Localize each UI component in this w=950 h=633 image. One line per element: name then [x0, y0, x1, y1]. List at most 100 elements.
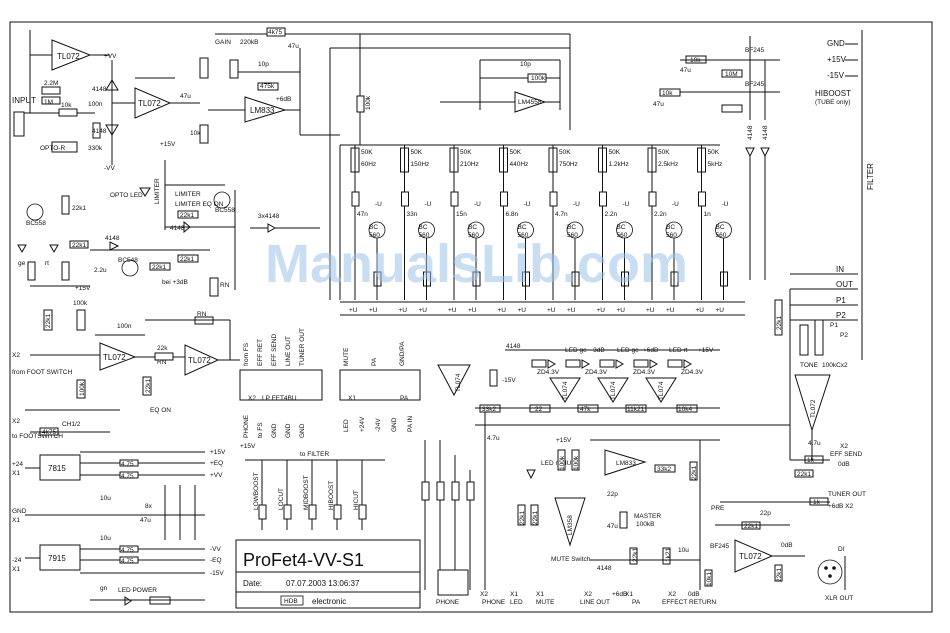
svg-text:10u: 10u	[678, 547, 689, 554]
svg-text:22k1: 22k1	[72, 205, 86, 212]
limiter-vertical-label: LIMITER	[154, 178, 161, 204]
sheet-border	[9, 21, 933, 613]
svg-text:P2: P2	[840, 332, 848, 339]
lm833-master-ic	[604, 449, 647, 476]
svg-text:-U: -U	[573, 201, 580, 208]
svg-text:33k2: 33k2	[482, 406, 496, 413]
svg-text:RN: RN	[157, 359, 167, 366]
lp-pin-bottom-2: GND	[271, 423, 278, 438]
to-footswitch-label: to FOOTSWITCH	[12, 433, 63, 440]
svg-text:47u: 47u	[607, 523, 618, 530]
bf245-mid: BF245	[745, 81, 765, 88]
svg-text:+U: +U	[696, 307, 705, 314]
svg-text:4148: 4148	[105, 235, 120, 242]
gain-label: GAIN	[215, 39, 231, 46]
eq-pot-label-4: 50K	[559, 149, 571, 156]
svg-text:BC: BC	[369, 224, 378, 231]
bottom-label-10: X1	[625, 591, 633, 598]
svg-text:0dB: 0dB	[838, 461, 850, 468]
pre-label: PRE	[711, 505, 725, 512]
opto-r-label: OPTO-R	[40, 145, 65, 152]
svg-text:X1: X1	[12, 517, 20, 524]
svg-text:4148: 4148	[170, 225, 185, 232]
title-block: ProFet4-VV-S1 Date: 07.07.2003 13:06:37 …	[235, 539, 421, 609]
svg-text:47k: 47k	[580, 406, 591, 413]
svg-text:+U: +U	[468, 307, 477, 314]
filter-pin-3: HIBOOST	[328, 481, 335, 510]
bf245-out: BF245	[710, 543, 730, 550]
svg-text:TL074: TL074	[562, 381, 569, 400]
rail-in-label: IN	[836, 265, 844, 274]
svg-text:560: 560	[666, 232, 677, 239]
eq-pot-label-3: 50K	[510, 149, 522, 156]
svg-text:4.7u: 4.7u	[808, 440, 821, 447]
led-row-label-0: LED ge	[565, 347, 587, 354]
svg-text:+U: +U	[666, 307, 675, 314]
svg-text:33k2: 33k2	[657, 466, 671, 473]
bottom-label-3: X1	[510, 591, 518, 598]
eq-cap-label-5: 2.2n	[605, 211, 618, 218]
company-logo	[280, 595, 304, 606]
svg-text:100k: 100k	[73, 300, 88, 307]
svg-text:+U: +U	[349, 307, 358, 314]
ic-lm4558: LM4558	[518, 99, 542, 106]
eq-pot-label-5: 50K	[609, 149, 621, 156]
svg-text:47u: 47u	[288, 43, 299, 50]
eq-freq-label-7: 5kHz	[708, 161, 723, 168]
odb-out-label: 0dB	[781, 542, 793, 549]
tuner-out-label: TUNER OUT	[828, 491, 866, 498]
xlr-jack[interactable]	[817, 559, 843, 585]
svg-text:BC: BC	[419, 224, 428, 231]
svg-text:BC: BC	[716, 224, 725, 231]
rail-out-1: +EQ	[210, 460, 223, 467]
svg-text:10p: 10p	[520, 61, 531, 68]
phone-jack[interactable]	[437, 569, 469, 596]
minus24-label: -24	[12, 557, 22, 564]
svg-text:7915: 7915	[48, 554, 66, 563]
svg-text:22k1: 22k1	[72, 242, 86, 249]
lp-pin-top-0: from FS	[243, 342, 250, 366]
svg-text:+U: +U	[518, 307, 527, 314]
company-logo-text: HDB	[284, 598, 298, 605]
bottom-label-5: X1	[536, 591, 544, 598]
svg-text:TL072: TL072	[188, 356, 211, 365]
svg-text:22k1: 22k1	[180, 256, 194, 263]
svg-text:10u: 10u	[100, 535, 111, 542]
svg-text:+U: +U	[399, 307, 408, 314]
svg-text:22k1: 22k1	[180, 212, 194, 219]
svg-text:10k4: 10k4	[678, 406, 692, 413]
svg-text:100k: 100k	[559, 455, 566, 470]
bottom-label-0: PHONE	[436, 599, 460, 606]
svg-text:P1: P1	[830, 322, 838, 329]
bottom-label-13: EFFECT RETURN	[662, 599, 716, 606]
rail-out-0: +15V	[210, 449, 226, 456]
bc558-limiter: BC558	[215, 207, 235, 214]
eq-cap-label-4: 4.7n	[555, 211, 568, 218]
svg-text:-15V: -15V	[502, 377, 516, 384]
svg-text:TL072: TL072	[810, 399, 817, 418]
to-filter-label: to FILTER	[300, 451, 329, 458]
bc558-left: BC558	[26, 220, 46, 227]
svg-text:TL074: TL074	[610, 381, 617, 400]
limiter-eq-label: LIMITER EQ ON	[175, 201, 224, 208]
svg-text:-U: -U	[375, 201, 382, 208]
filter-pin-0: LOWBOOST	[253, 472, 260, 510]
gn-label: gn	[100, 585, 108, 592]
rn-label: RN	[220, 282, 230, 289]
tl072-eq-ic	[184, 344, 220, 376]
mute-switch-label: MUTE Switch	[551, 556, 591, 563]
eq-on-label: EQ ON	[150, 407, 171, 414]
svg-text:560: 560	[567, 232, 578, 239]
input-jack[interactable]	[13, 111, 25, 137]
svg-text:10u: 10u	[100, 495, 111, 502]
lp-pin-bottom-0: PHONE	[243, 414, 250, 438]
diodes-3x-label: 3x4148	[258, 213, 280, 220]
eq-pot-label-0: 50K	[361, 149, 373, 156]
zd-label-1: ZD4.3V	[585, 369, 608, 376]
svg-text:22k1: 22k1	[45, 314, 52, 328]
